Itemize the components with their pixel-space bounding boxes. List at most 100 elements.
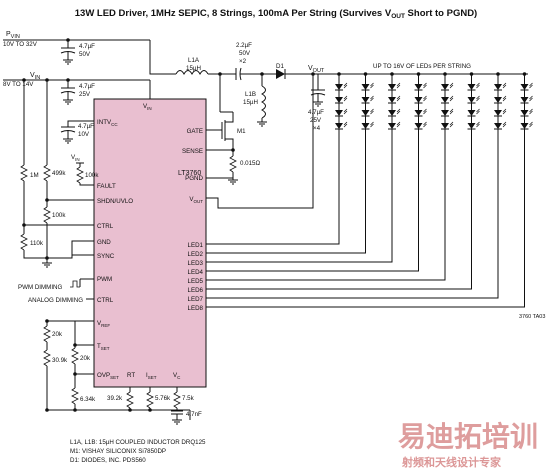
led-icon xyxy=(441,123,449,129)
c1-voltage: 50V xyxy=(79,51,91,58)
led-icon xyxy=(335,97,343,103)
c-coupling-voltage: 50V xyxy=(239,50,251,57)
watermark-logo: 易迪拓培训 xyxy=(398,420,538,452)
led-icon xyxy=(441,110,449,116)
r-110k-label: 110k xyxy=(30,240,44,247)
pin-rt: RT xyxy=(127,372,135,379)
r-7-5k-label: 7.5k xyxy=(182,395,195,402)
led-icon xyxy=(467,123,476,129)
figure-id: 3760 TA03 xyxy=(519,314,545,320)
pin-led5: LED5 xyxy=(188,278,204,285)
c-out-count: ×4 xyxy=(313,125,321,132)
pin-led2: LED2 xyxy=(188,251,204,258)
pin-gate: GATE xyxy=(187,128,203,135)
vin-range-label: 8V TO 14V xyxy=(3,81,34,88)
led-icon xyxy=(520,123,529,129)
c3-value: 4.7µF xyxy=(78,123,94,130)
note-diode: D1: DIODES, INC. PDS560 xyxy=(70,457,146,464)
led-strings xyxy=(206,72,533,308)
r-20k-b-label: 20k xyxy=(80,355,91,362)
led-icon xyxy=(361,84,370,90)
pin-led6: LED6 xyxy=(188,287,204,294)
l1a-label: L1A xyxy=(188,57,200,64)
pin-sync: SYNC xyxy=(97,253,115,260)
pin-ctrl-1: CTRL xyxy=(97,223,114,230)
c-vc-label: 4.7nF xyxy=(186,411,202,418)
pin-intvcc: INTVCC xyxy=(97,119,118,127)
pvin-range-label: 10V TO 32V xyxy=(3,41,38,48)
led-icon xyxy=(335,84,343,90)
led-icon xyxy=(414,97,423,103)
led-icon xyxy=(441,84,449,90)
pin-led8: LED8 xyxy=(188,305,204,312)
led-string-7 xyxy=(206,72,507,299)
c-out-voltage: 25V xyxy=(310,117,322,124)
pin-vin: VIN xyxy=(143,103,152,111)
diode-d1 xyxy=(276,69,285,79)
vout-label: VOUT xyxy=(308,65,325,74)
c-coupling-count: ×2 xyxy=(239,58,247,65)
r-100k-b-label: 100k xyxy=(52,212,66,219)
c2-value: 4.7µF xyxy=(79,83,95,90)
led-icon xyxy=(335,110,343,116)
led-string-1 xyxy=(206,72,348,245)
pin-iset: ISET xyxy=(146,372,157,380)
led-string-4 xyxy=(206,72,427,272)
c2-voltage: 25V xyxy=(79,91,91,98)
r-39-2k-label: 39.2k xyxy=(107,395,123,402)
led-icon xyxy=(494,84,502,90)
pin-vout: VOUT xyxy=(189,196,203,204)
pin-led1: LED1 xyxy=(188,242,204,249)
pin-tset: TSET xyxy=(97,343,110,351)
led-icon xyxy=(361,110,370,116)
r-20k-a-label: 20k xyxy=(52,331,63,338)
pin-ctrl-2: CTRL xyxy=(97,297,114,304)
led-icon xyxy=(494,123,502,129)
led-icon xyxy=(494,97,502,103)
r-1m-label: 1M xyxy=(30,172,39,179)
led-icon xyxy=(414,123,423,129)
note-mosfet: M1: VISHAY SILICONIX Si7850DP xyxy=(70,448,166,455)
led-string-8 xyxy=(206,72,533,308)
led-icon xyxy=(361,97,370,103)
led-icon xyxy=(388,97,396,103)
chip-name: LT3760 xyxy=(178,170,201,177)
pwm-dimming-label: PWM DIMMING xyxy=(18,284,63,291)
pin-vref: VREF xyxy=(97,320,110,328)
led-icon xyxy=(520,110,529,116)
pin-led3: LED3 xyxy=(188,260,204,267)
lt3760-chip xyxy=(93,98,207,388)
led-icon xyxy=(388,84,396,90)
led-icon xyxy=(494,110,502,116)
l1a-value: 15µH xyxy=(186,65,201,72)
pin-fault: FAULT xyxy=(97,183,116,190)
pin-shdn-uvlo: SHDN/UVLO xyxy=(97,198,133,205)
led-icon xyxy=(388,123,396,129)
r-30-9k-label: 30.9k xyxy=(52,357,68,364)
pvin-label: PVIN xyxy=(6,31,20,40)
r-5-76k-label: 5.76k xyxy=(155,395,171,402)
r-6-34k-label: 6.34k xyxy=(80,396,96,403)
pin-pgnd: PGND xyxy=(185,175,203,182)
analog-dimming-label: ANALOG DIMMING xyxy=(28,297,83,304)
led-string-5 xyxy=(206,72,454,281)
rsense-label: 0.015Ω xyxy=(240,160,260,167)
led-string-6 xyxy=(206,72,480,290)
led-icon xyxy=(361,123,370,129)
l1b-label: L1B xyxy=(245,91,256,98)
led-icon xyxy=(388,110,396,116)
pin-ovpset: OVPSET xyxy=(97,372,119,380)
led-icon xyxy=(414,110,423,116)
note-inductor: L1A, L1B: 15µH COUPLED INDUCTOR DRQ125 xyxy=(70,439,206,446)
r-100k-a-label: 100k xyxy=(85,172,99,179)
l1b-value: 15µH xyxy=(243,99,258,106)
led-icon xyxy=(335,123,343,129)
led-icon xyxy=(467,97,476,103)
d1-label: D1 xyxy=(276,63,284,70)
led-icon xyxy=(520,84,529,90)
led-icon xyxy=(467,84,476,90)
schematic-title: 13W LED Driver, 1MHz SEPIC, 8 Strings, 1… xyxy=(75,8,477,20)
pin-vc: VC xyxy=(173,372,181,380)
m1-label: M1 xyxy=(237,128,246,135)
led-string-3 xyxy=(206,72,401,263)
